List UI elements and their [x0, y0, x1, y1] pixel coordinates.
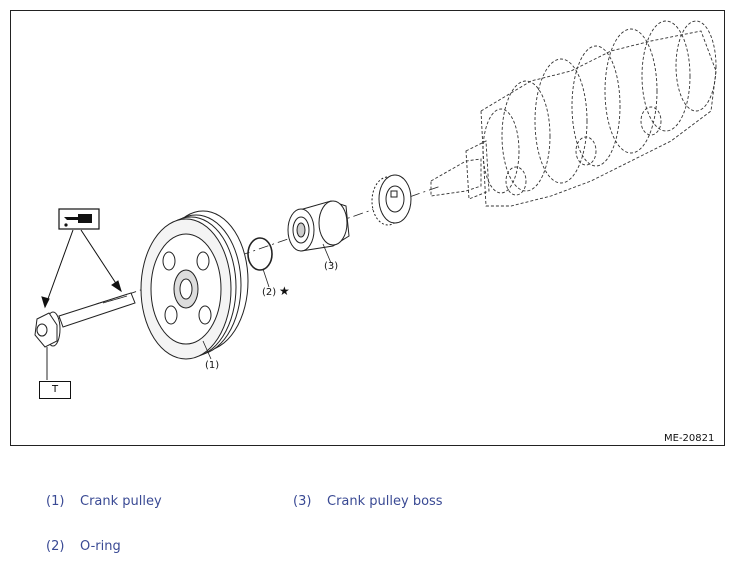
legend-item: (3) Crank pulley boss: [293, 494, 443, 509]
label-part3: (3): [324, 261, 339, 272]
legend-num: (3): [293, 494, 312, 509]
crankshaft: [430, 20, 717, 207]
legend-label: O-ring: [80, 539, 121, 554]
diagram-frame: (3) (2) ★ (1) T ME-20821: [10, 10, 725, 446]
leader-part2: [262, 268, 270, 288]
leader-part3: [322, 243, 332, 264]
legend-item: (1) Crank pulley: [46, 494, 162, 509]
exploded-view-drawing: [34, 20, 717, 380]
torque-box: T: [39, 381, 71, 399]
figure-id: ME-20821: [664, 433, 715, 444]
label-part2-star: ★: [279, 284, 290, 298]
oil-can-icon: [58, 208, 100, 230]
crank-sprocket: [371, 174, 412, 226]
crank-pulley: [140, 210, 249, 360]
o-ring: [247, 237, 273, 271]
pulley-bolt: [34, 292, 136, 348]
legend-label: Crank pulley: [80, 494, 162, 509]
legend-label: Crank pulley boss: [327, 494, 443, 509]
legend-num: (1): [46, 494, 65, 509]
leader-part1: [202, 340, 212, 360]
oil-arrows: [41, 229, 122, 309]
crank-pulley-boss: [287, 200, 350, 252]
legend-item: (2) O-ring: [46, 539, 121, 554]
label-part2: (2): [262, 287, 277, 298]
label-part1: (1): [205, 360, 220, 371]
legend-num: (2): [46, 539, 65, 554]
